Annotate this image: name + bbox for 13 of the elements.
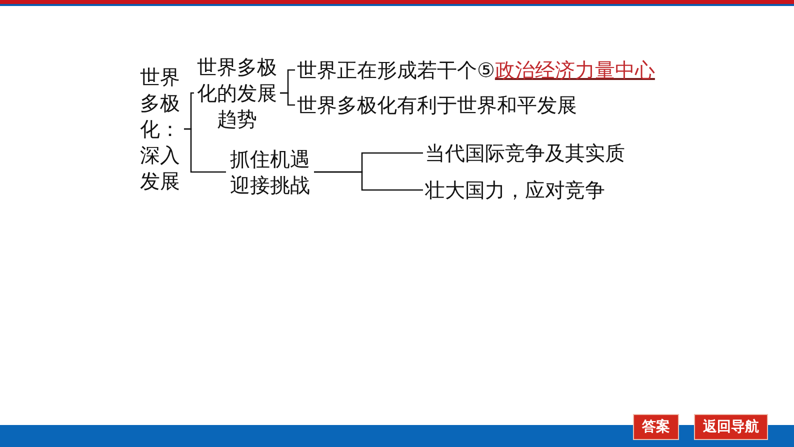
node-text: 政治经济力量中心 bbox=[494, 58, 655, 82]
back-button: 返回导航 bbox=[694, 414, 768, 440]
node-text: 壮大国力，应对竞争 bbox=[425, 178, 605, 202]
node-text: 世界多极化：深入发展 bbox=[140, 65, 180, 193]
node-text: 当代国际竞争及其实质 bbox=[425, 141, 625, 165]
answer-button: 答案 bbox=[633, 414, 679, 440]
node-text: 世界正在形成若干个⑤ bbox=[297, 58, 495, 82]
connector-line bbox=[184, 128, 226, 173]
connector-line bbox=[314, 171, 423, 191]
node-text: 世界多极化的发展趋势 bbox=[197, 55, 277, 131]
node-text: 世界多极化有利于世界和平发展 bbox=[297, 93, 577, 117]
connector-line bbox=[280, 92, 295, 106]
node-text: 抓住机遇迎接挑战 bbox=[230, 147, 310, 197]
